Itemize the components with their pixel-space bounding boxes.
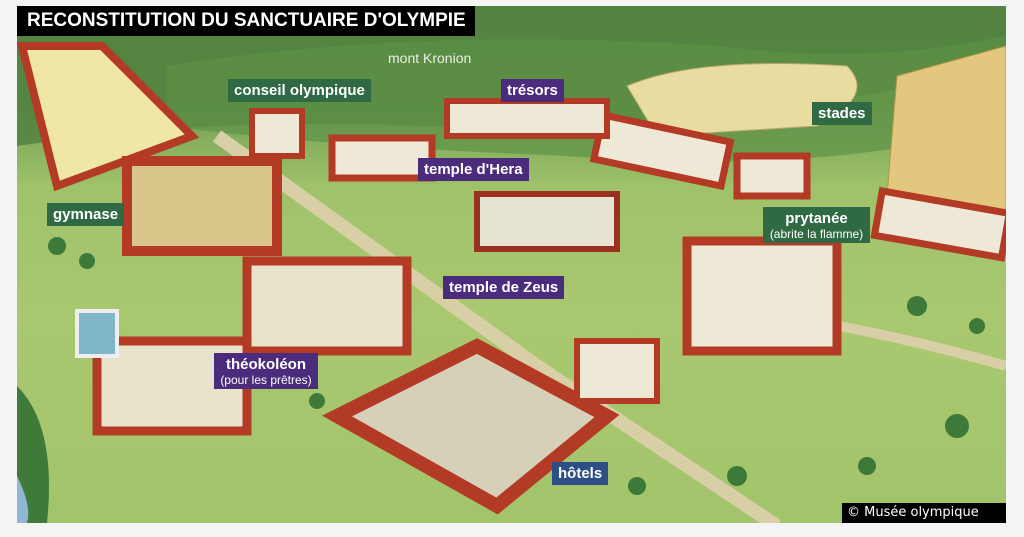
label-temple-hera: temple d'Hera [418,158,529,181]
label-theokoleon-subtitle: (pour les prêtres) [220,373,312,387]
label-prytanee: prytanée (abrite la flamme) [763,207,870,243]
label-prytanee-title: prytanée [785,210,848,227]
copyright-credit: © Musée olympique [842,503,1006,523]
label-conseil-olympique: conseil olympique [228,79,371,102]
label-prytanee-subtitle: (abrite la flamme) [769,227,864,241]
label-gymnase: gymnase [47,203,125,226]
label-theokoleon-title: théokoléon [225,356,306,373]
label-stades: stades [812,102,872,125]
illustration-art [17,6,1006,523]
label-tresors: trésors [501,79,564,102]
label-temple-zeus: temple de Zeus [443,276,565,299]
label-mont-kronion: mont Kronion [388,50,472,66]
label-hotels: hôtels [552,462,609,485]
label-theokoleon: théokoléon (pour les prêtres) [214,353,318,389]
page-title: RECONSTITUTION DU SANCTUAIRE D'OLYMPIE [17,6,475,36]
